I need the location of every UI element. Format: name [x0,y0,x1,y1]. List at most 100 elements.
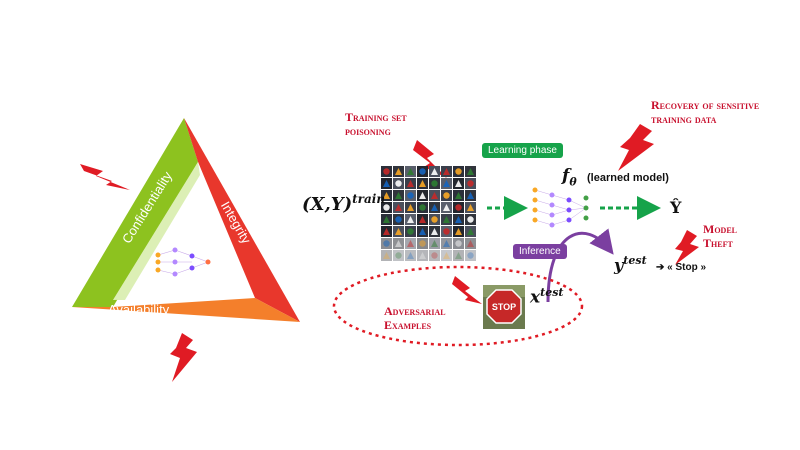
dataset-thumb-sign [455,228,462,235]
bolt-icon [413,140,447,178]
training-set-poisoning-label: Training set poisoning [345,110,407,138]
dataset-thumb-sign [407,228,414,235]
training-dataset-mosaic [381,166,476,261]
dataset-thumb-sign [383,204,390,211]
xy-train: (X,Y)train [302,192,386,215]
dataset-thumb-sign [395,216,402,223]
dataset-thumb [429,238,440,249]
dataset-thumb-sign [431,168,438,175]
dataset-thumb [465,238,476,249]
dataset-thumb-sign [419,192,426,199]
dataset-thumb-sign [383,228,390,235]
dataset-thumb-sign [407,240,414,247]
dataset-thumb-sign [431,192,438,199]
bolt-icon [618,124,654,171]
arrow-inference [546,228,614,303]
adversarial-examples-label: Adversarial Examples [384,304,446,332]
dataset-thumb-sign [467,204,474,211]
learned-model-label: (learned model) [587,172,669,184]
availability-label: Availability [108,302,170,317]
dataset-thumb-sign [443,180,450,187]
dataset-thumb-sign [395,252,402,259]
dataset-thumb-sign [383,192,390,199]
dataset-thumb-sign [431,204,438,211]
dataset-thumb-sign [443,228,450,235]
dataset-thumb-sign [431,216,438,223]
dataset-thumb-sign [407,216,414,223]
dataset-thumb [405,250,416,261]
bolt-icon [675,230,699,265]
dataset-thumb-sign [467,240,474,247]
dataset-thumb-sign [455,252,462,259]
dataset-thumb-sign [431,180,438,187]
dataset-thumb [393,238,404,249]
dataset-thumb-sign [431,240,438,247]
dataset-thumb-sign [383,216,390,223]
inference-badge: Inference [513,244,567,259]
dataset-thumb-sign [395,228,402,235]
dataset-thumb-sign [467,192,474,199]
dataset-thumb-sign [455,168,462,175]
nn-icon-small [155,247,211,277]
dataset-thumb [441,250,452,261]
learning-phase-badge: Learning phase [482,143,563,158]
dataset-thumb-sign [467,180,474,187]
integrity-side [184,118,300,322]
dataset-thumb-sign [419,180,426,187]
dataset-thumb-sign [443,192,450,199]
dataset-thumb-sign [383,168,390,175]
dataset-thumb-sign [467,168,474,175]
dataset-thumb-sign [395,180,402,187]
cia-triangle [72,118,300,322]
availability-side [72,298,300,322]
recovery-label: Recovery of sensitive training data [651,98,760,126]
confidentiality-side [72,118,198,307]
stop-sign-text: STOP [492,302,516,312]
stop-sign-image: STOP [483,285,525,329]
dataset-thumb-sign [455,192,462,199]
bolt-icon [452,276,482,304]
stop-output: ➔ « Stop » [656,262,707,273]
dataset-thumb-sign [467,216,474,223]
dataset-thumb-sign [395,204,402,211]
dataset-thumb-sign [419,168,426,175]
dataset-thumb [465,250,476,261]
dataset-thumb-sign [407,192,414,199]
dataset-thumb-sign [443,252,450,259]
dataset-thumb-sign [467,228,474,235]
dataset-thumb-sign [419,252,426,259]
dataset-thumb-sign [395,240,402,247]
dataset-thumb [429,250,440,261]
dataset-thumb-sign [383,240,390,247]
dataset-thumb [381,238,392,249]
dataset-thumb-sign [443,216,450,223]
dataset-thumb-sign [431,228,438,235]
bolt-icons [80,124,699,382]
bolt-icon [80,164,130,190]
dataset-thumb [405,238,416,249]
adversarial-ellipse [332,265,584,347]
y-hat: Ŷ [670,198,682,217]
f-theta: fθ [562,166,577,189]
dataset-thumb-sign [407,168,414,175]
dataset-thumb-sign [467,252,474,259]
dataset-thumb-sign [407,204,414,211]
dataset-thumb-sign [419,216,426,223]
y-test: ytest [614,254,647,275]
dataset-thumb [441,238,452,249]
dataset-thumb-sign [443,204,450,211]
dataset-thumb-sign [419,204,426,211]
dataset-thumb [393,250,404,261]
dataset-thumb-sign [383,180,390,187]
dataset-thumb-sign [407,252,414,259]
dataset-thumb-sign [419,228,426,235]
dataset-thumb [453,250,464,261]
dataset-thumb-sign [395,168,402,175]
dataset-thumb [381,250,392,261]
dataset-thumb-sign [383,252,390,259]
dataset-thumb [453,238,464,249]
dataset-thumb-sign [443,240,450,247]
nn-icon-model [532,187,589,228]
dataset-thumb-sign [455,216,462,223]
